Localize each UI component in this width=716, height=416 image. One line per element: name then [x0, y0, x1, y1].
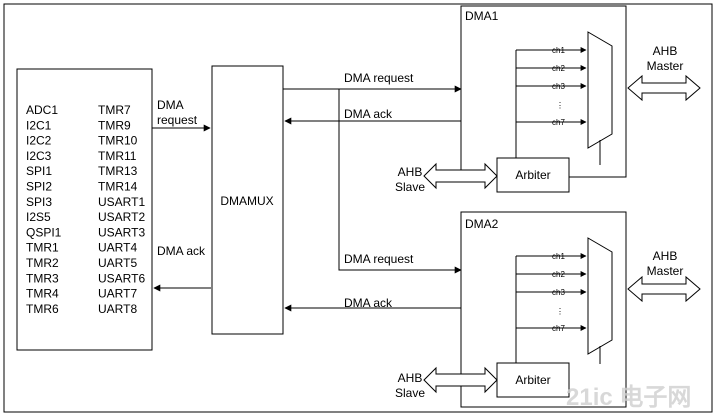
dma2-ch3-label: ch3	[552, 288, 565, 297]
peripheral-label: UART8	[98, 302, 137, 316]
dma1-master-line2: Master	[647, 59, 684, 73]
dma2-ack-label: DMA ack	[344, 296, 393, 310]
dma2-master-line2: Master	[647, 264, 684, 278]
peripherals-box	[16, 68, 153, 351]
peripheral-label: TMR4	[26, 287, 59, 301]
dma2-dots: ⋮	[556, 307, 564, 316]
dma2-ahb-master-arrow	[627, 275, 701, 303]
peripheral-label: TMR6	[26, 302, 59, 316]
peripheral-label: I2C1	[26, 118, 52, 132]
dmamux-box	[211, 65, 284, 335]
dma1-ch2-label: ch2	[552, 64, 565, 73]
peripheral-label: TMR11	[98, 149, 137, 163]
dma2-slave-line2: Slave	[395, 386, 425, 400]
dma1-mux	[587, 31, 613, 149]
peripheral-label: TMR1	[26, 241, 59, 255]
dma1-dots: ⋮	[556, 101, 564, 110]
peripheral-column-1: ADC1I2C1I2C2I2C3SPI1SPI2SPI3I2S5QSPI1TMR…	[26, 103, 62, 316]
peripheral-label: SPI3	[26, 195, 52, 209]
dma1-ahb-master-arrow	[627, 74, 701, 102]
outer-frame	[3, 3, 713, 413]
peripheral-label: TMR9	[98, 118, 131, 132]
dma2-master-line1: AHB	[653, 249, 678, 263]
dma2-request-arrow	[338, 89, 462, 274]
peripheral-label: SPI2	[26, 180, 52, 194]
dma2-ch1-label: ch1	[552, 252, 565, 261]
peripheral-label: USART6	[98, 271, 145, 285]
peripheral-label: UART5	[98, 256, 137, 270]
peripheral-column-2: TMR7TMR9TMR10TMR11TMR13TMR14USART1USART2…	[98, 103, 145, 316]
peripheral-label: TMR10	[98, 134, 138, 148]
dma2-ahb-slave-arrow	[423, 366, 498, 394]
peripheral-label: QSPI1	[26, 225, 62, 239]
dma1-title: DMA1	[465, 9, 499, 23]
dma2-mux	[587, 237, 613, 355]
peripheral-label: UART7	[98, 287, 137, 301]
dma2-arbiter-label: Arbiter	[515, 373, 550, 387]
dma2-ch7-label: ch7	[552, 324, 565, 333]
dma1-block: DMA1 ch1 ch2 ch3 ⋮ ch7 Arbiter AHB Slave…	[395, 5, 701, 194]
dma2-title: DMA2	[465, 217, 499, 231]
dma1-ch1-label: ch1	[552, 46, 565, 55]
peripheral-label: TMR3	[26, 271, 59, 285]
dma-request-label-line2: request	[157, 113, 198, 127]
peripheral-label: UART4	[98, 241, 137, 255]
dma1-ahb-slave-arrow	[423, 162, 498, 190]
peripheral-label: USART1	[98, 195, 145, 209]
peripheral-label: I2C3	[26, 149, 52, 163]
dma1-ch7-label: ch7	[552, 118, 565, 127]
dma1-arbiter-box	[496, 157, 570, 193]
dma2-ch2-label: ch2	[552, 270, 565, 279]
dma1-slave-line1: AHB	[398, 165, 423, 179]
peripheral-label: TMR7	[98, 103, 131, 117]
peripheral-label: TMR2	[26, 256, 59, 270]
peripheral-label: I2S5	[26, 210, 51, 224]
dma1-slave-line2: Slave	[395, 180, 425, 194]
dmamux-label: DMAMUX	[220, 194, 273, 208]
dma1-master-line1: AHB	[653, 44, 678, 58]
peripheral-label: SPI1	[26, 164, 52, 178]
peripheral-label: ADC1	[26, 103, 58, 117]
peripheral-label: TMR13	[98, 164, 138, 178]
peripheral-label: TMR14	[98, 180, 138, 194]
dma2-block: DMA2 ch1 ch2 ch3 ⋮ ch7 Arbiter AHB Slave…	[395, 211, 701, 408]
dma-request-label-line1: DMA	[157, 98, 184, 112]
dma2-request-label: DMA request	[344, 252, 414, 266]
dma1-request-label: DMA request	[344, 71, 414, 85]
peripheral-label: I2C2	[26, 134, 52, 148]
dma1-arbiter-label: Arbiter	[515, 168, 550, 182]
peripheral-label: USART3	[98, 225, 145, 239]
dma1-ack-label: DMA ack	[344, 107, 393, 121]
dma2-slave-line1: AHB	[398, 371, 423, 385]
dma-ack-left-label: DMA ack	[157, 244, 206, 258]
dma1-ch3-label: ch3	[552, 82, 565, 91]
peripheral-label: USART2	[98, 210, 145, 224]
watermark-logo: 21ic 电子网	[566, 384, 691, 411]
